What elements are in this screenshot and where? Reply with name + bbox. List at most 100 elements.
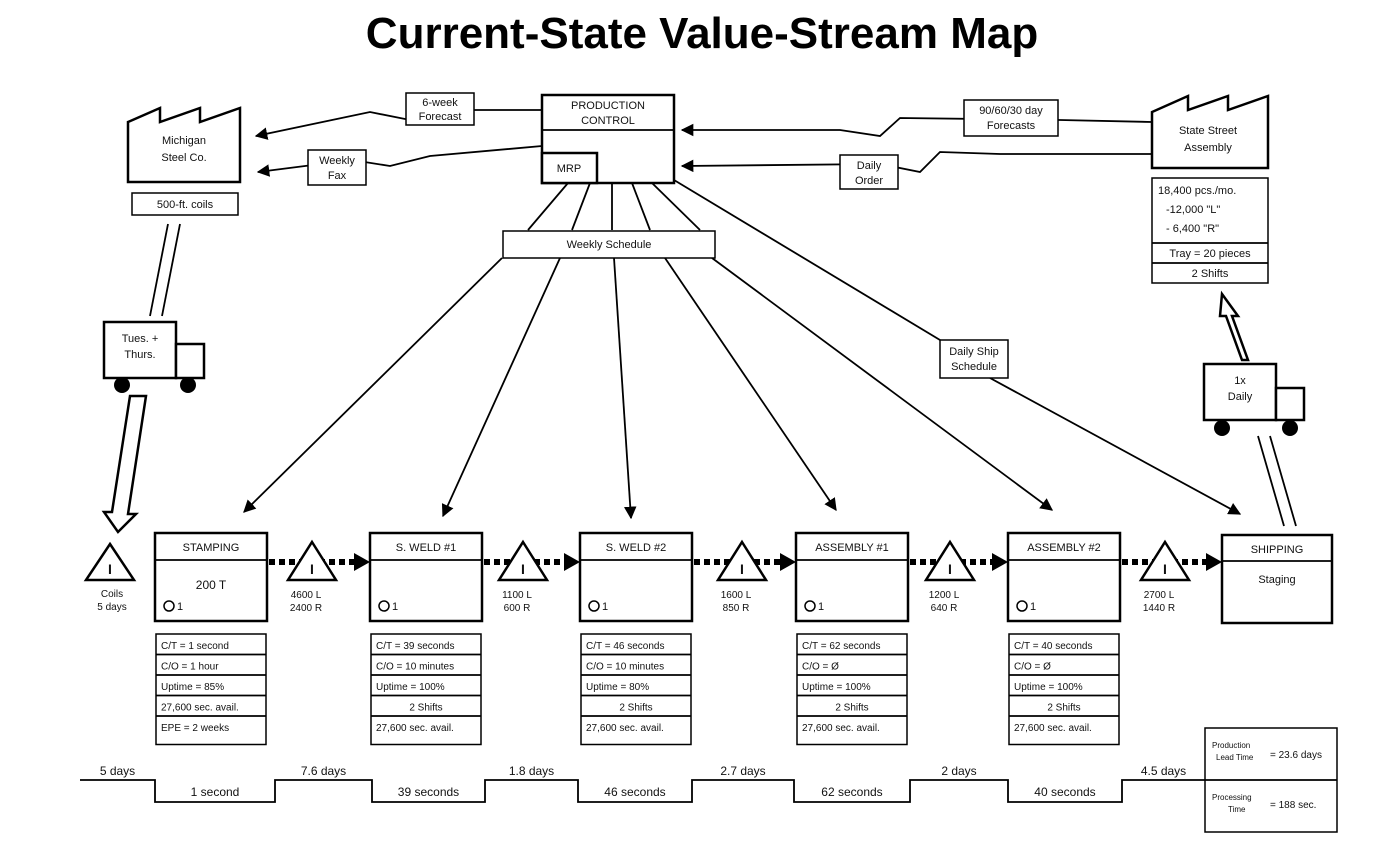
operator-icon: [163, 600, 175, 612]
ship-schedule-to-shipping-arrow: [989, 377, 1242, 515]
fax-to-supplier-flow: [256, 145, 543, 177]
process-data-row: C/O = 1 hour: [161, 662, 219, 673]
inbound-frequency-line2: Thurs.: [124, 349, 155, 361]
process-data-row: C/T = 62 seconds: [802, 641, 880, 652]
process-data-row: C/T = 39 seconds: [376, 641, 454, 652]
timeline-seconds: 39 seconds: [398, 785, 459, 799]
process-box: ASSEMBLY #21: [1006, 531, 1122, 623]
push-arrow-icon: [269, 553, 370, 571]
process-data-row: C/O = Ø: [802, 662, 839, 673]
raw-inventory-line1: Coils: [101, 589, 123, 600]
operator-icon: [1016, 600, 1028, 612]
lead-time-label-line2: Lead Time: [1216, 753, 1254, 762]
outbound-shipment-line: [1269, 435, 1297, 527]
timeline-seconds: 1 second: [191, 785, 240, 799]
timeline-seconds: 46 seconds: [604, 785, 665, 799]
timeline-ladder: [80, 779, 1205, 803]
process-data-row: Uptime = 100%: [1014, 682, 1083, 693]
forecast-supplier-label-line2: Forecast: [419, 111, 462, 123]
process-name: ASSEMBLY #2: [1027, 542, 1101, 554]
outbound-shipment-line: [1257, 435, 1285, 527]
forecast-customer-box: [963, 99, 1059, 137]
shipping-box: SHIPPING Staging: [1220, 533, 1334, 625]
customer-requirement: -12,000 "L": [1166, 204, 1220, 216]
inventory-icon: I: [496, 539, 550, 582]
process-name: STAMPING: [183, 542, 240, 554]
inventory-right-count: 850 R: [723, 603, 750, 614]
process-data-row: C/O = 10 minutes: [586, 662, 664, 673]
inventory-symbol: I: [740, 561, 744, 577]
inventory-icon: I: [923, 539, 977, 582]
customer-tray: Tray = 20 pieces: [1169, 248, 1251, 260]
supplier-material-box: [131, 192, 239, 216]
order-label-line2: Order: [855, 175, 883, 187]
operator-icon: [378, 600, 390, 612]
process-box: S. WELD #21: [578, 531, 694, 623]
timeline-seconds: 62 seconds: [821, 785, 882, 799]
inventory-symbol: I: [521, 561, 525, 577]
ship-schedule-box: [939, 339, 1009, 379]
process-name: S. WELD #2: [606, 542, 667, 554]
process-data-row: 2 Shifts: [835, 703, 868, 714]
process-data-row: 27,600 sec. avail.: [802, 723, 880, 734]
lead-time-value: = 23.6 days: [1270, 750, 1322, 761]
forecast-supplier-label-line1: 6-week: [422, 97, 458, 109]
customer-requirement: 18,400 pcs./mo.: [1158, 185, 1236, 197]
page-title: Current-State Value-Stream Map: [366, 9, 1038, 58]
inventory-icon: I: [1138, 539, 1192, 582]
weekly-schedule-label: Weekly Schedule: [567, 239, 652, 251]
timeline-days: 1.8 days: [509, 764, 554, 778]
supplier-name-line2: Steel Co.: [161, 152, 206, 164]
forecast-customer-label-line1: 90/60/30 day: [979, 105, 1043, 117]
push-arrow-icon: [694, 553, 796, 571]
timeline-seconds: 40 seconds: [1034, 785, 1095, 799]
ship-schedule-connector: [673, 179, 941, 341]
process-data-row: C/O = 10 minutes: [376, 662, 454, 673]
schedule-to-assembly2-arrow: [711, 257, 1054, 511]
process-data-row: 27,600 sec. avail.: [1014, 723, 1092, 734]
ship-schedule-label-line1: Daily Ship: [949, 346, 999, 358]
inbound-frequency-line1: Tues. +: [122, 333, 159, 345]
process-data-row: Uptime = 100%: [376, 682, 445, 693]
inventory-symbol: I: [108, 561, 112, 577]
supplier-name-line1: Michigan: [162, 135, 206, 147]
push-arrow-icon: [1122, 553, 1222, 571]
schedule-connector: [527, 182, 569, 231]
shipping-sub: Staging: [1258, 574, 1295, 586]
customer-name-line1: State Street: [1179, 125, 1237, 137]
inventory-right-count: 640 R: [931, 603, 958, 614]
process-data-row: 27,600 sec. avail.: [161, 703, 239, 714]
customer-name-line2: Assembly: [1184, 142, 1232, 154]
fax-box: [307, 149, 367, 186]
timeline-days: 2 days: [941, 764, 976, 778]
schedule-connector: [631, 182, 651, 231]
outbound-frequency-line1: 1x: [1234, 375, 1246, 387]
process-data-row: 2 Shifts: [1047, 703, 1080, 714]
production-control-title-line1: PRODUCTION: [571, 100, 645, 112]
process-data-row: 2 Shifts: [409, 703, 442, 714]
order-label-line1: Daily: [857, 160, 882, 172]
outbound-truck-icon: 1x Daily: [1202, 362, 1306, 436]
forecast-from-customer-flow: [680, 117, 1153, 137]
process-data-row: Uptime = 85%: [161, 682, 224, 693]
weekly-schedule-box: [502, 230, 716, 259]
forecast-customer-label-line2: Forecasts: [987, 120, 1036, 132]
inventory-left-count: 1200 L: [929, 590, 960, 601]
processing-time-value: = 188 sec.: [1270, 800, 1316, 811]
process-sub: 200 T: [196, 578, 227, 592]
timeline-days: 2.7 days: [720, 764, 765, 778]
forecast-supplier-box: [405, 92, 475, 126]
process-data-row: 27,600 sec. avail.: [376, 723, 454, 734]
supplier-factory-icon: Michigan Steel Co.: [126, 106, 242, 184]
customer-requirement: - 6,400 "R": [1166, 223, 1219, 235]
inventory-left-count: 2700 L: [1144, 590, 1175, 601]
inventory-symbol: I: [1163, 561, 1167, 577]
fax-label-line1: Weekly: [319, 155, 355, 167]
inbound-shipment-line: [149, 223, 169, 317]
processing-time-label-line1: Processing: [1212, 793, 1252, 802]
